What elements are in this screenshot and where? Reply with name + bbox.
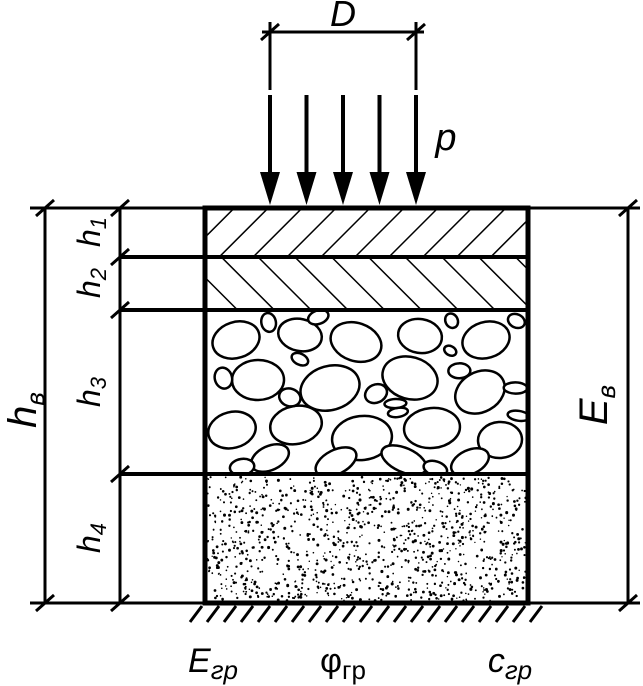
svg-text:h3: h3: [71, 376, 111, 407]
subgrade-modulus-index: гр: [211, 655, 238, 685]
gravel-stone: [442, 344, 458, 358]
ground-hatch-stroke: [188, 605, 204, 623]
gravel-stone: [506, 409, 528, 423]
gravel-stone: [383, 397, 408, 410]
layer-2-thickness-index: 2: [86, 268, 111, 281]
gravel-stone: [230, 358, 286, 402]
ground-hatch-stroke: [307, 605, 323, 623]
layer-1-thickness-index: 1: [86, 217, 111, 229]
total-thickness-symbol: h: [1, 406, 45, 428]
subgrade-friction-angle-label: φгр: [320, 642, 366, 685]
subgrade-cohesion-label: cгр: [488, 642, 532, 685]
load-arrow: [406, 95, 426, 205]
ground-hatch-stroke: [443, 605, 459, 623]
ground-hatch-stroke: [273, 605, 289, 623]
gravel-stone: [447, 362, 472, 380]
load-width-tick-right: [406, 22, 426, 42]
gravel-stone: [211, 320, 261, 360]
layer-2-thickness-label: h2: [71, 268, 111, 298]
layer-1-thickness-symbol: h: [71, 229, 107, 247]
ground-hatch-stroke: [341, 605, 357, 623]
gravel-stone: [461, 320, 511, 360]
layer-1-thickness-label: h1: [71, 217, 111, 247]
ground-hatch-stroke: [528, 605, 544, 623]
load-width-tick-left: [260, 22, 280, 42]
layer-2-fill: [205, 258, 528, 310]
ground-hatch-stroke: [239, 605, 255, 623]
dimension-ticks: [35, 198, 638, 613]
gravel-stone: [506, 312, 527, 330]
ground-hatch-stroke: [477, 605, 493, 623]
layer-4-thickness-index: 4: [86, 523, 111, 535]
equivalent-modulus-symbol: E: [572, 397, 616, 425]
layer-2-thickness-symbol: h: [71, 280, 107, 298]
layer-1-fill: [205, 208, 528, 256]
svg-text:h2: h2: [71, 268, 111, 298]
load-label: p: [434, 117, 456, 159]
gravel-stone: [381, 355, 439, 401]
load-arrow: [333, 95, 353, 205]
equivalent-modulus-index: в: [591, 385, 621, 399]
subgrade-cohesion-symbol: c: [488, 642, 505, 680]
subgrade-cohesion-index: гр: [505, 655, 532, 685]
gravel-stone: [290, 351, 310, 367]
load-arrow: [369, 95, 390, 205]
subgrade-friction-angle-symbol: φ: [320, 642, 342, 680]
ground-hatch-stroke: [409, 605, 425, 623]
gravel-stone: [213, 366, 234, 390]
ground-hatch-stroke: [494, 605, 510, 623]
layer-4-sand-fill: [206, 475, 528, 603]
ground-hatch-stroke: [511, 605, 527, 623]
ground-hatch-stroke: [460, 605, 476, 623]
gravel-stone: [207, 410, 257, 450]
load-arrow: [296, 95, 317, 205]
subgrade-modulus-label: Eгр: [188, 642, 238, 685]
svg-text:h4: h4: [71, 523, 111, 553]
ground-hatch-stroke: [324, 605, 340, 623]
load-arrow: [260, 95, 280, 205]
gravel-stone: [443, 312, 460, 330]
layer-3-thickness-index: 3: [86, 376, 111, 389]
gravel-stone: [402, 406, 462, 450]
layer-3-thickness-label: h3: [71, 376, 111, 407]
total-thickness-index: в: [20, 392, 50, 406]
load-arrows: [260, 95, 426, 205]
subgrade-ground-hatching: [188, 605, 544, 623]
ground-hatch-stroke: [358, 605, 374, 623]
subgrade-modulus-symbol: E: [188, 642, 211, 680]
subgrade-friction-angle-index: гр: [342, 655, 366, 685]
ground-hatch-stroke: [290, 605, 306, 623]
gravel-stone: [277, 387, 302, 408]
ground-hatch-stroke: [426, 605, 442, 623]
layer-3-gravel-fill: [207, 311, 528, 473]
gravel-stone: [329, 320, 383, 364]
gravel-stone: [228, 457, 256, 473]
total-thickness-label: hв: [1, 392, 50, 428]
gravel-stone: [363, 382, 389, 405]
svg-text:hв: hв: [1, 392, 50, 428]
gravel-stone: [306, 311, 330, 326]
gravel-stone: [502, 381, 528, 395]
svg-text:h1: h1: [71, 217, 111, 247]
ground-hatch-stroke: [256, 605, 272, 623]
equivalent-modulus-label: Eв: [572, 385, 621, 425]
ground-hatch-stroke: [222, 605, 238, 623]
gravel-stone: [276, 317, 324, 353]
ground-hatch-stroke: [375, 605, 391, 623]
sand-grains: [206, 475, 528, 603]
ground-hatch-stroke: [392, 605, 408, 623]
gravel-stone: [476, 420, 524, 460]
svg-text:Eв: Eв: [572, 385, 621, 425]
gravel-stone: [259, 311, 278, 334]
load-width-label: D: [330, 0, 356, 34]
layer-4-thickness-label: h4: [71, 523, 111, 553]
layer-4-thickness-symbol: h: [71, 535, 107, 553]
ground-hatch-stroke: [205, 605, 221, 623]
gravel-stone: [396, 317, 444, 355]
layer-3-thickness-symbol: h: [71, 389, 107, 407]
